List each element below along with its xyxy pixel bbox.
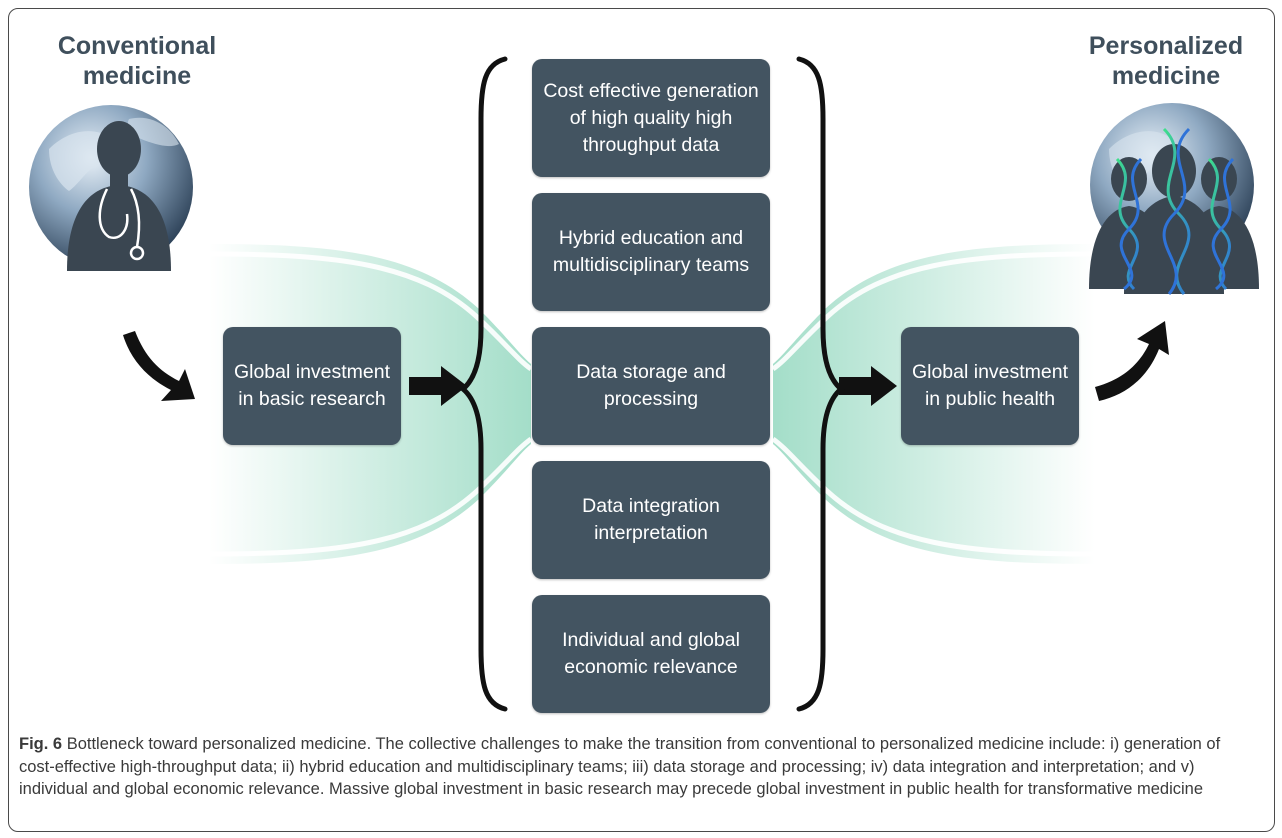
title-conventional-medicine: Conventional medicine xyxy=(57,32,217,90)
figure-frame: Conventional medicine Personalized medic… xyxy=(8,8,1275,832)
title-personalized-medicine: Personalized medicine xyxy=(1088,32,1244,90)
right-arrow-icon xyxy=(839,366,897,406)
diagram-graphic xyxy=(29,56,1259,712)
caption-text: Bottleneck toward personalized medicine.… xyxy=(19,735,1221,798)
box-challenge-data-generation: Cost effective generation of high qualit… xyxy=(532,59,770,177)
curly-brace-icon xyxy=(796,56,845,712)
people-silhouette-icon xyxy=(1089,144,1259,294)
figure-caption: Fig. 6 Bottleneck toward personalized me… xyxy=(19,733,1259,801)
box-challenge-data-storage: Data storage and processing xyxy=(532,327,770,445)
dna-helix-icon xyxy=(1115,127,1235,295)
box-basic-research: Global investment in basic research xyxy=(223,327,401,445)
curved-arrow-icon xyxy=(123,331,195,401)
box-challenge-data-integration: Data integration interpretation xyxy=(532,461,770,579)
caption-label: Fig. 6 xyxy=(19,735,63,753)
curly-brace-icon xyxy=(459,56,508,712)
right-arrow-icon xyxy=(409,366,467,406)
doctor-silhouette-icon xyxy=(67,121,171,271)
box-challenge-hybrid-education: Hybrid education and multidisciplinary t… xyxy=(532,193,770,311)
stethoscope-icon xyxy=(98,188,145,261)
box-public-health: Global investment in public health xyxy=(901,327,1079,445)
curved-arrow-icon xyxy=(1095,321,1169,401)
box-challenge-economic-relevance: Individual and global economic relevance xyxy=(532,595,770,713)
